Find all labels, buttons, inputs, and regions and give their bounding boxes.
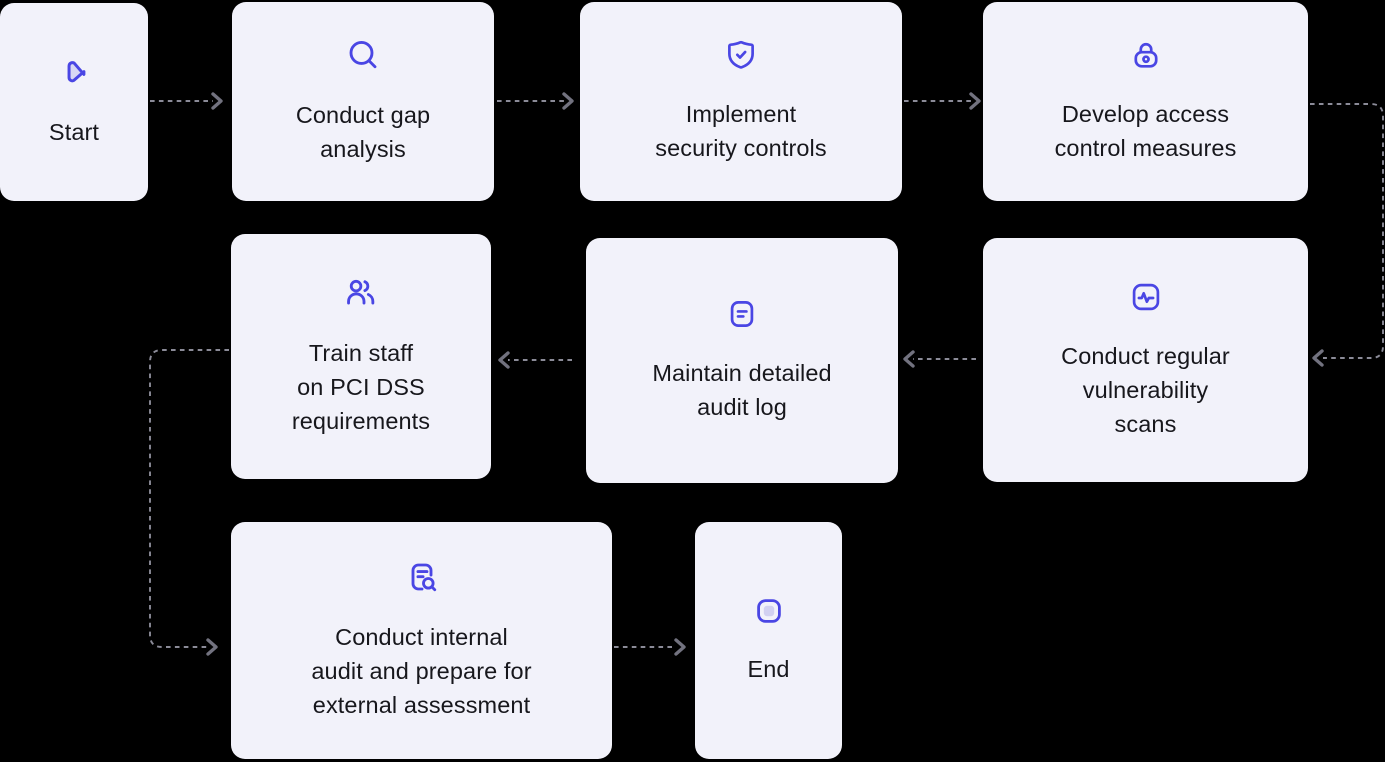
node-label: Conduct regular vulnerability scans (1061, 342, 1230, 437)
document-search-icon (404, 559, 440, 595)
edge-internal-audit-to-end (614, 638, 686, 656)
edge-security-controls-to-access-control (904, 92, 981, 110)
edge-access-control-to-vulnerability-scans (1310, 103, 1384, 367)
node-label: Conduct internal audit and prepare for e… (311, 624, 532, 718)
activity-square-icon (1129, 280, 1163, 314)
edge-vulnerability-scans-to-audit-log (903, 350, 976, 368)
lock-icon (1129, 38, 1163, 72)
stop-icon (753, 595, 785, 627)
node-gap-analysis[interactable]: Conduct gap analysis (232, 2, 494, 201)
node-audit-log[interactable]: Maintain detailed audit log (586, 238, 898, 483)
node-label: End (747, 656, 790, 682)
users-icon (343, 275, 379, 311)
node-label: Develop access control measures (1054, 101, 1237, 161)
node-end[interactable]: End (695, 522, 842, 759)
edge-gap-analysis-to-security-controls (497, 92, 574, 110)
shield-check-icon (724, 38, 758, 72)
edge-audit-log-to-train-staff (498, 351, 572, 369)
play-icon (57, 56, 91, 90)
note-lines-icon (725, 297, 759, 331)
edge-train-staff-to-internal-audit (149, 349, 229, 656)
node-start[interactable]: Start (0, 3, 148, 201)
node-label: Start (48, 118, 100, 145)
node-internal-audit[interactable]: Conduct internal audit and prepare for e… (231, 522, 612, 759)
node-vulnerability-scans[interactable]: Conduct regular vulnerability scans (983, 238, 1308, 482)
edge-start-to-gap-analysis (150, 92, 223, 110)
node-label: Maintain detailed audit log (652, 360, 832, 420)
node-label: Implement security controls (655, 101, 827, 161)
node-label: Train staff on PCI DSS requirements (291, 340, 431, 434)
node-security-controls[interactable]: Implement security controls (580, 2, 902, 201)
node-access-control[interactable]: Develop access control measures (983, 2, 1308, 201)
node-label: Conduct gap analysis (295, 102, 431, 162)
node-train-staff[interactable]: Train staff on PCI DSS requirements (231, 234, 491, 479)
search-icon (345, 37, 381, 73)
